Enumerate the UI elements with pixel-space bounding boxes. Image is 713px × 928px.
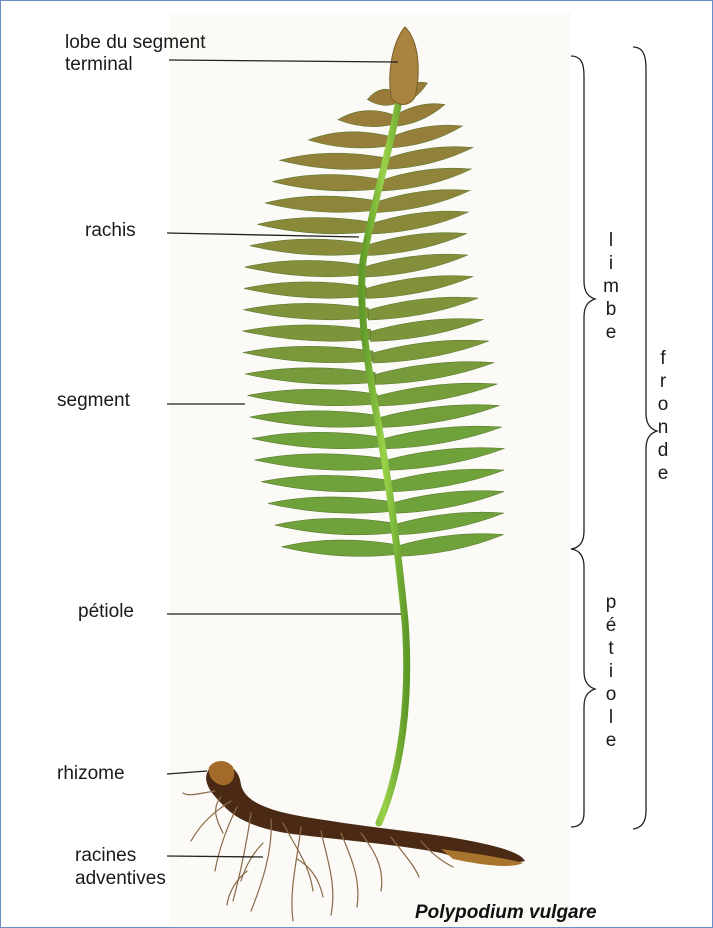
label-petiole: pétiole [78, 601, 134, 623]
brace-petiole [571, 549, 595, 827]
label-rachis: rachis [85, 220, 136, 242]
bracket-label-petiole: pétiole [601, 591, 621, 752]
species-caption: Polypodium vulgare [415, 902, 597, 924]
bracket-label-fronde: fronde [653, 347, 673, 485]
label-lobe-line1: lobe du segment [65, 32, 206, 54]
label-racines-line2: adventives [75, 868, 166, 890]
bracket-label-limbe: limbe [601, 229, 621, 344]
label-segment: segment [57, 390, 130, 412]
brace-limbe [571, 56, 595, 549]
label-lobe-line2: terminal [65, 54, 133, 76]
label-rhizome: rhizome [57, 763, 125, 785]
label-racines-line1: racines [75, 845, 136, 867]
